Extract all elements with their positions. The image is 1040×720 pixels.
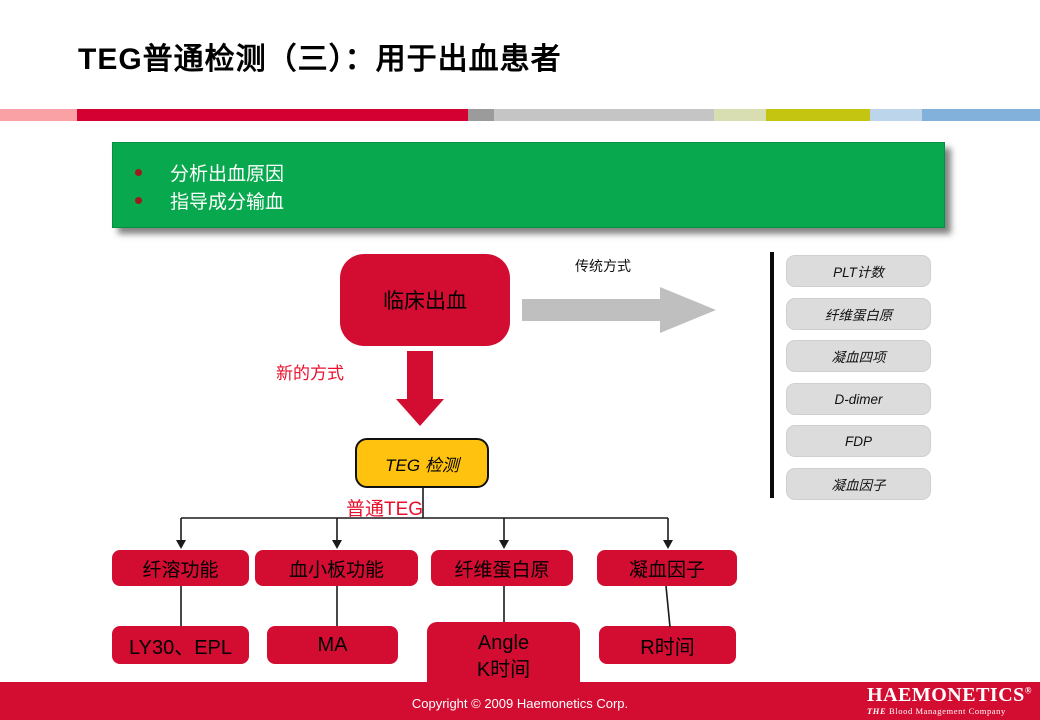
- traditional-test-item: D-dimer: [786, 383, 931, 415]
- accent-bar-segment: [76, 109, 468, 121]
- accent-bar-segment: [0, 109, 77, 121]
- param-ly30-epl: LY30、EPL: [112, 626, 249, 664]
- param-ma: MA: [267, 626, 398, 664]
- highlight-box: 分析出血原因 指导成分输血: [112, 142, 945, 228]
- traditional-path-label: 传统方式: [575, 258, 631, 274]
- arrowhead-icon: [499, 540, 509, 549]
- traditional-test-item: FDP: [786, 425, 931, 457]
- haemonetics-logo: HAEMONETICS® THE Blood Management Compan…: [867, 685, 1032, 716]
- arrowhead-icon: [176, 540, 186, 549]
- brand-name: HAEMONETICS®: [867, 684, 1032, 706]
- right-arrow-icon: [522, 287, 716, 333]
- node-teg-test: TEG 检测: [355, 438, 489, 488]
- param-line: Angle: [477, 632, 530, 654]
- bullet-text: 分析出血原因: [170, 163, 285, 185]
- bullet-icon: [135, 168, 142, 176]
- bullet-item: 指导成分输血: [113, 186, 944, 214]
- bullet-item: 分析出血原因: [113, 158, 944, 186]
- bullet-text: 指导成分输血: [170, 191, 285, 213]
- accent-color-bar: [0, 109, 1040, 121]
- accent-bar-segment: [467, 109, 494, 121]
- node-label: 临床出血: [383, 290, 467, 313]
- traditional-test-item: 凝血因子: [786, 468, 931, 500]
- copyright-text: Copyright © 2009 Haemonetics Corp.: [411, 696, 629, 711]
- registered-mark: ®: [1024, 685, 1032, 696]
- arrowhead-icon: [663, 540, 673, 549]
- bullet-icon: [135, 196, 142, 204]
- node-clinical-bleeding: 临床出血: [340, 254, 510, 346]
- traditional-test-item: 纤维蛋白原: [786, 298, 931, 330]
- accent-bar-segment: [493, 109, 715, 121]
- param-r-time: R时间: [599, 626, 736, 664]
- branch-clotting-factor: 凝血因子: [597, 550, 737, 586]
- accent-bar-segment: [870, 109, 923, 121]
- arrowhead-icon: [332, 540, 342, 549]
- accent-bar-segment: [766, 109, 871, 121]
- branch-fibrinolysis: 纤溶功能: [112, 550, 249, 586]
- node-label: TEG 检测: [385, 455, 459, 475]
- traditional-test-item: PLT计数: [786, 255, 931, 287]
- branch-fibrinogen: 纤维蛋白原: [431, 550, 573, 586]
- branch-platelet-function: 血小板功能: [255, 550, 418, 586]
- new-path-label: 新的方式: [276, 364, 344, 383]
- down-arrow-icon: [396, 351, 444, 426]
- traditional-test-item: 凝血四项: [786, 340, 931, 372]
- page-title: TEG普通检测（三）：用于出血患者: [78, 43, 562, 76]
- param-angle-k: Angle K时间: [427, 622, 580, 692]
- accent-bar-segment: [922, 109, 1040, 121]
- param-line: K时间: [476, 659, 531, 681]
- traditional-tests-divider: [770, 252, 774, 498]
- brand-tagline: THE Blood Management Company: [867, 706, 1006, 716]
- common-teg-label: 普通TEG: [346, 499, 424, 520]
- accent-bar-segment: [714, 109, 767, 121]
